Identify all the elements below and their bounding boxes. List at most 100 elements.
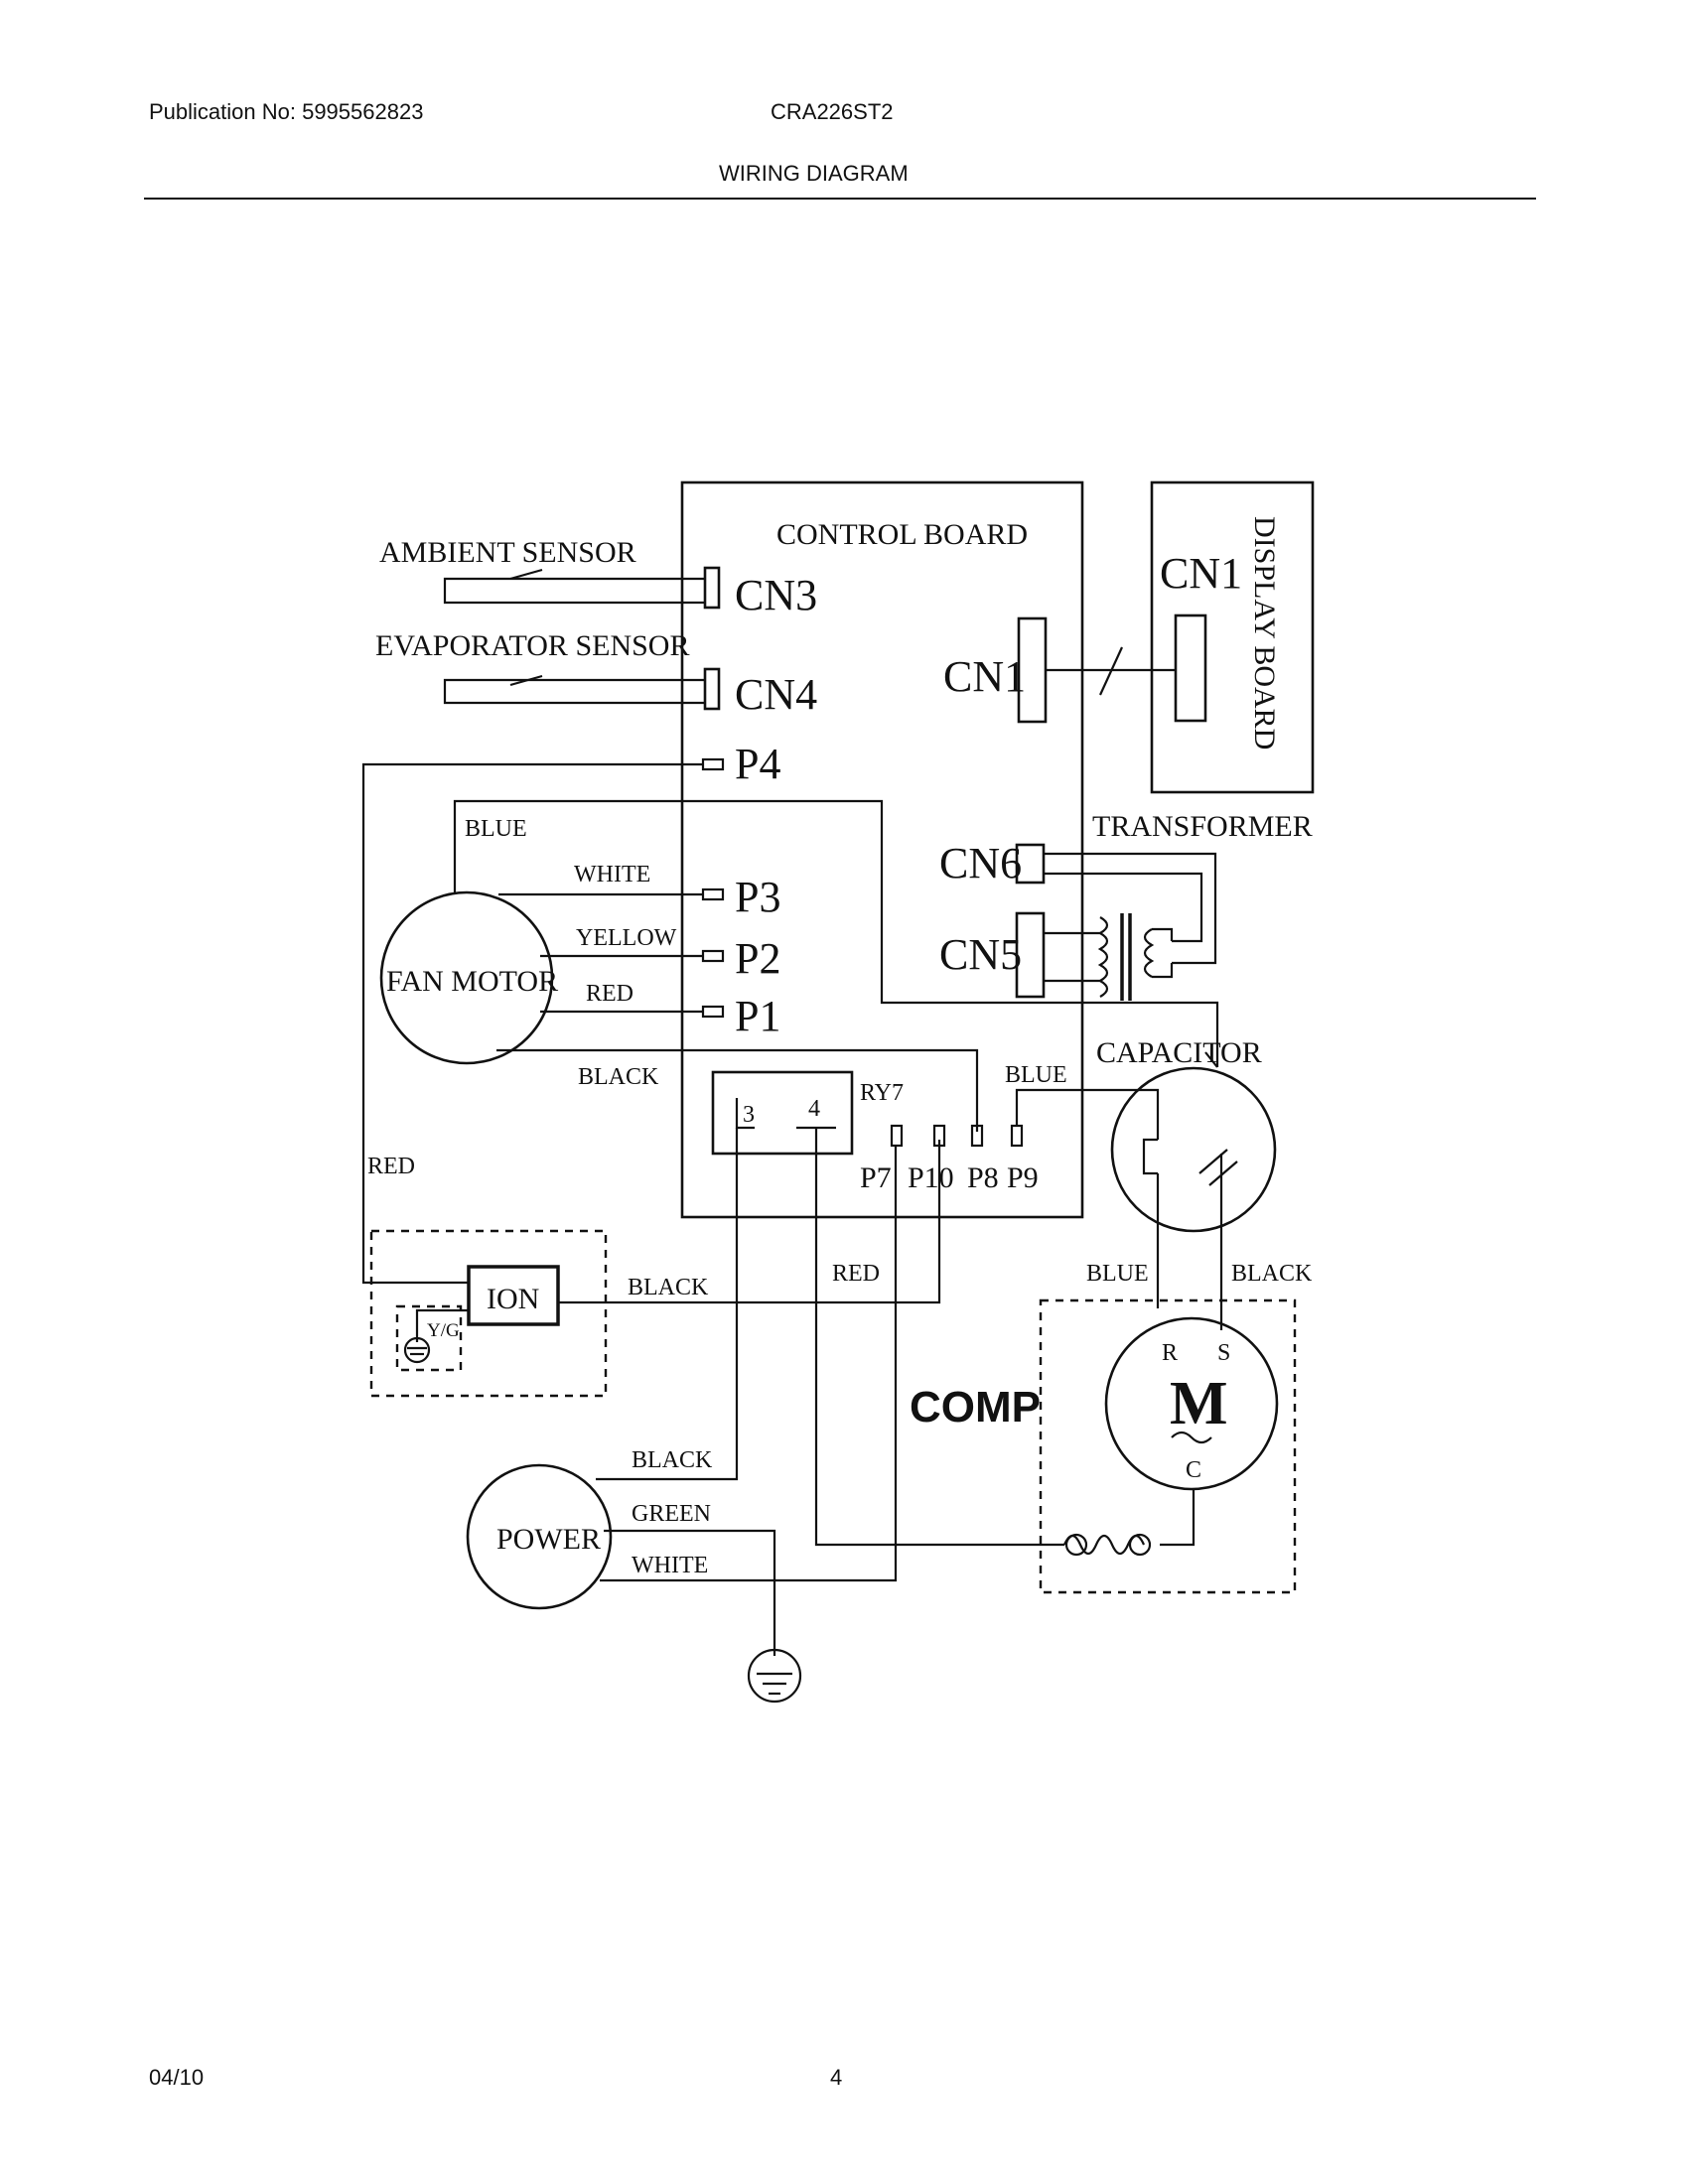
p9-terminal bbox=[1010, 1124, 1024, 1148]
fan-black-wire bbox=[496, 1048, 979, 1132]
control-board-outline bbox=[680, 480, 1084, 1219]
p8-terminal bbox=[970, 1124, 984, 1148]
wire-red-mid-label: RED bbox=[832, 1261, 880, 1287]
board-cn1-label: CN1 bbox=[943, 652, 1026, 701]
overload-node-1 bbox=[1064, 1533, 1088, 1557]
evaporator-sensor-element bbox=[509, 674, 543, 687]
transformer-label: TRANSFORMER bbox=[1092, 810, 1313, 843]
transformer-sec-lead-a bbox=[1152, 927, 1174, 941]
cn6-connector bbox=[1015, 843, 1046, 885]
fan-motor-label: FAN MOTOR bbox=[386, 965, 558, 998]
motor-c-label: C bbox=[1186, 1457, 1201, 1483]
wire-blue-fan-label: BLUE bbox=[465, 816, 527, 842]
page-title: WIRING DIAGRAM bbox=[719, 161, 909, 186]
model-number: CRA226ST2 bbox=[771, 99, 894, 124]
yg-wire bbox=[415, 1308, 469, 1342]
p10-label: P10 bbox=[908, 1161, 954, 1194]
motor-m-label: M bbox=[1170, 1370, 1228, 1437]
ground-symbol bbox=[747, 1648, 802, 1704]
cn4-label: CN4 bbox=[735, 670, 817, 719]
ion-dashed-box bbox=[369, 1229, 608, 1398]
wire-white-power-label: WHITE bbox=[632, 1553, 708, 1578]
p4-red-wire bbox=[361, 762, 703, 1285]
publication-number: Publication No: 5995562823 bbox=[149, 99, 424, 124]
yg-ground-symbol bbox=[403, 1336, 431, 1364]
p1-label: P1 bbox=[735, 992, 780, 1040]
ion-black-wire bbox=[558, 1140, 941, 1304]
display-cn1-label: CN1 bbox=[1160, 549, 1242, 598]
display-cn1-connector bbox=[1174, 614, 1207, 723]
fan-blue-wire bbox=[453, 799, 1219, 1067]
ion-label: ION bbox=[487, 1283, 539, 1315]
compressor-motor bbox=[1104, 1316, 1279, 1491]
ambient-sensor-wire bbox=[443, 577, 705, 605]
power-white-wire bbox=[600, 1146, 898, 1582]
overload-node-2 bbox=[1128, 1533, 1152, 1557]
power-label: POWER bbox=[496, 1523, 601, 1556]
ambient-sensor-element bbox=[509, 568, 543, 581]
p9-label: P9 bbox=[1007, 1161, 1039, 1194]
yg-label: Y/G bbox=[427, 1320, 460, 1341]
power-green-wire bbox=[604, 1529, 776, 1656]
motor-tilde bbox=[1171, 1431, 1212, 1444]
transformer-sec-lead-b bbox=[1152, 963, 1174, 979]
wire-red-fan-label: RED bbox=[586, 981, 633, 1007]
wire-green-power-label: GREEN bbox=[632, 1501, 711, 1527]
cn4-connector bbox=[703, 667, 721, 711]
wire-blue-comp-label: BLUE bbox=[1086, 1261, 1149, 1287]
wire-black-power-label: BLACK bbox=[632, 1447, 713, 1473]
compressor-c-lead bbox=[1160, 1489, 1196, 1547]
p3-terminal bbox=[701, 887, 725, 901]
cn5-label: CN5 bbox=[939, 930, 1022, 979]
relay-pin4-label: 4 bbox=[808, 1096, 820, 1122]
display-board-label: DISPLAY BOARD bbox=[1248, 516, 1281, 750]
ion-generator bbox=[467, 1265, 560, 1326]
cn6-wire-a bbox=[1044, 852, 1217, 965]
relay-ry7 bbox=[711, 1070, 854, 1156]
wire-black-fan-label: BLACK bbox=[578, 1064, 659, 1090]
cn6-wire-b bbox=[1044, 872, 1203, 943]
wire-yellow-fan-label: YELLOW bbox=[576, 925, 677, 951]
capacitor-terminal-left bbox=[1142, 1138, 1158, 1175]
motor-s-label: S bbox=[1217, 1340, 1230, 1366]
compressor-dashed-box bbox=[1039, 1298, 1297, 1594]
p2-terminal bbox=[701, 949, 725, 963]
capacitor-slash-2 bbox=[1208, 1160, 1238, 1186]
cn3-connector bbox=[703, 566, 721, 610]
relay-pin3-label: 3 bbox=[743, 1102, 755, 1128]
wire-white-fan-label: WHITE bbox=[574, 862, 650, 887]
wire-red-left-label: RED bbox=[367, 1154, 415, 1179]
wire-blue-cap-label: BLUE bbox=[1005, 1062, 1067, 1088]
header-rule bbox=[144, 198, 1536, 200]
p1-terminal bbox=[701, 1005, 725, 1019]
p9-blue-wire bbox=[1015, 1088, 1160, 1140]
display-board-outline bbox=[1150, 480, 1315, 794]
p7-label: P7 bbox=[860, 1161, 892, 1194]
transformer-primary bbox=[1097, 916, 1109, 998]
p10-terminal bbox=[932, 1124, 946, 1148]
wire-black-comp-label: BLACK bbox=[1231, 1261, 1313, 1287]
capacitor bbox=[1110, 1066, 1277, 1233]
control-board-label: CONTROL BOARD bbox=[776, 518, 1028, 551]
fan-motor bbox=[379, 890, 554, 1065]
power-cord bbox=[466, 1463, 613, 1610]
cn1-ribbon-slash bbox=[1099, 646, 1123, 696]
cn3-label: CN3 bbox=[735, 571, 817, 619]
ambient-sensor-label: AMBIENT SENSOR bbox=[379, 536, 636, 569]
relay-ry7-label: RY7 bbox=[860, 1080, 904, 1106]
transformer-secondary bbox=[1143, 928, 1155, 978]
evaporator-sensor-label: EVAPORATOR SENSOR bbox=[375, 629, 689, 662]
wire-black-ion-label: BLACK bbox=[628, 1275, 709, 1300]
motor-r-label: R bbox=[1162, 1340, 1178, 1366]
cn5-connector bbox=[1015, 911, 1046, 999]
footer-page-number: 4 bbox=[830, 2065, 843, 2090]
cn6-label: CN6 bbox=[939, 839, 1022, 887]
p4-label: P4 bbox=[735, 740, 780, 788]
p2-label: P2 bbox=[735, 934, 780, 983]
p7-terminal bbox=[890, 1124, 904, 1148]
capacitor-slash-1 bbox=[1198, 1149, 1228, 1174]
footer-date: 04/10 bbox=[149, 2065, 205, 2090]
comp-label: COMP bbox=[910, 1383, 1041, 1432]
p8-label: P8 bbox=[967, 1161, 999, 1194]
